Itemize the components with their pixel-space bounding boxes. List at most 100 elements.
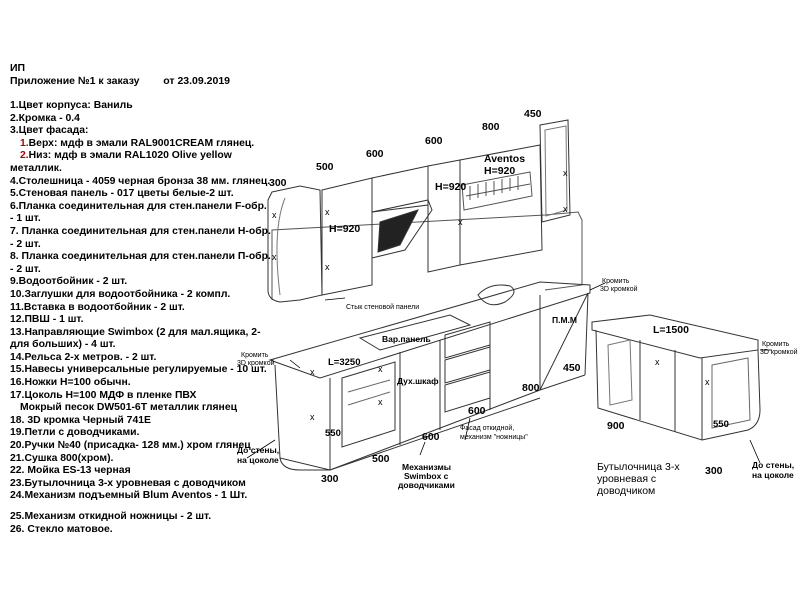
- countertop-main: [268, 281, 591, 379]
- panel-joint-label: Стык стеновой панели: [346, 303, 419, 311]
- bottle-holder-label: уровневая с: [597, 473, 656, 485]
- mech-label: Механизмы: [402, 462, 451, 472]
- x-marker: x: [378, 364, 383, 374]
- org-title: ИП: [10, 62, 26, 74]
- spec-item: 10.Заглушки для водоотбойника - 2 компл.: [10, 288, 231, 300]
- chrome-label-right: 3D кромкой: [600, 285, 638, 293]
- x-marker: x: [272, 252, 277, 262]
- dim-800: 800: [522, 382, 540, 394]
- var-panel-label: Вар.панель: [382, 334, 431, 344]
- chrome-label-left: 3D кромкой: [237, 359, 275, 367]
- facade-top-text: Верх: мдф в эмали RAL9001CREAM глянец.: [28, 137, 255, 149]
- chrome-label-island: 3D кромкой: [760, 348, 798, 356]
- facade-top: 1.Верх: мдф в эмали RAL9001CREAM глянец.: [10, 138, 272, 151]
- dim-300: 300: [705, 465, 723, 477]
- spec-item: 20.Ручки №40 (присадка- 128 мм.) хром гл…: [10, 440, 251, 452]
- island-bottle-holder: [711, 357, 751, 429]
- hood: [371, 199, 433, 259]
- upper-corner-cabinet: [267, 185, 323, 303]
- wall-label-right: на цоколе: [752, 470, 794, 480]
- height-920: H=920: [484, 165, 515, 177]
- upper-cabinet-500: [321, 177, 373, 296]
- spec-item: 24.Механизм подъемный Blum Aventos - 1 Ш…: [10, 490, 248, 502]
- fasad-label: Фасад откидной,: [460, 424, 514, 432]
- wall-label-left: на цоколе: [237, 455, 279, 465]
- dim-900: 900: [607, 420, 625, 432]
- spec-item: 6.Планка соединительная для стен.панели …: [10, 200, 267, 225]
- spec-item: 23.Бутылочница 3-х уровневая с доводчико…: [10, 477, 246, 489]
- x-marker: x: [325, 207, 330, 217]
- dim-550: 550: [325, 428, 341, 439]
- specification-list: ИП Приложение №1 к заказу от 23.09.2019 …: [10, 62, 272, 536]
- oven-label: Дух.шкаф: [397, 376, 439, 386]
- bottle-holder-label: доводчиком: [597, 485, 655, 497]
- dim-600: 600: [366, 148, 384, 160]
- mech-label: доводчиками: [398, 480, 455, 490]
- spec-item: 5.Стеновая панель - 017 цветы белые-2 шт…: [10, 188, 234, 200]
- sink: [477, 284, 515, 306]
- spec-item: 11.Вставка в водоотбойник - 2 шт.: [10, 301, 185, 313]
- wall-panel: [271, 211, 583, 300]
- spec-item: 22. Мойка ES-13 черная: [10, 465, 131, 477]
- x-marker: x: [310, 412, 315, 422]
- spec-item: 14.Рельса 2-х метров. - 2 шт.: [10, 351, 157, 363]
- appendix-date: от 23.09.2019: [163, 75, 230, 87]
- appendix-title: Приложение №1 к заказу: [10, 75, 140, 87]
- chrome-label-right: Кромить: [602, 278, 630, 285]
- spec-item: 15.Навесы универсальные регулируемые - 1…: [10, 364, 267, 376]
- island-body: [595, 329, 703, 441]
- dim-450: 450: [524, 108, 542, 120]
- chrome-label-island: Кромить: [762, 341, 790, 348]
- spec-item: 7. Планка соединительная для стен.панели…: [10, 225, 271, 250]
- dim-500: 500: [316, 161, 334, 173]
- x-marker: x: [458, 217, 463, 227]
- spec-item: 17.Цоколь Н=100 МДФ в пленке ПВХ: [10, 389, 197, 401]
- spec-item: 1.Цвет корпуса: Ваниль: [10, 100, 133, 111]
- dim-300: 300: [321, 473, 339, 485]
- spec-item: 3.Цвет фасада:: [10, 125, 89, 137]
- var-panel: [358, 314, 472, 351]
- length-1500: L=1500: [653, 324, 689, 336]
- appendix-line: Приложение №1 к заказу от 23.09.2019: [10, 75, 230, 88]
- spec-item: 9.Водоотбойник - 2 шт.: [10, 276, 128, 288]
- spec-item: 18. 3D кромка Черный 741Е: [10, 414, 151, 426]
- spec-item: 13.Направляющие Swimbox (2 для мал.ящика…: [10, 326, 261, 351]
- dim-600: 600: [425, 135, 443, 147]
- spec-item: 25.Механизм откидной ножницы - 2 шт.: [10, 511, 212, 522]
- dim-450: 450: [563, 362, 581, 374]
- drawers: [444, 321, 491, 413]
- mech-label: Swimbox с: [404, 471, 449, 481]
- x-marker: x: [272, 210, 277, 220]
- facade-bottom-num: 2.: [20, 150, 29, 162]
- spec-item: 26. Стекло матовое.: [10, 523, 113, 535]
- bottle-holder-label: Бутылочница 3-х: [597, 461, 680, 473]
- spec-item: 2.Кромка - 0.4: [10, 112, 80, 124]
- height-920: H=920: [435, 181, 466, 193]
- spec-item: 21.Сушка 800(хром).: [10, 452, 114, 464]
- spec-item: 12.ПВШ - 1 шт.: [10, 314, 84, 326]
- x-marker: x: [655, 357, 660, 367]
- x-marker: x: [563, 204, 568, 214]
- dim-800: 800: [482, 121, 500, 133]
- oven: [341, 361, 396, 448]
- dim-600: 600: [468, 405, 486, 417]
- height-920: H=920: [329, 223, 360, 235]
- dim-550: 550: [713, 419, 729, 430]
- plinth: [279, 397, 541, 471]
- spec-item: Мокрый песок DW501-6T металлик глянец: [20, 402, 237, 414]
- facade-bottom-text: Низ: мдф в эмали RAL1020 Olive yellow ме…: [10, 150, 232, 174]
- dim-500: 500: [372, 453, 390, 465]
- spec-item: 19.Петли с доводчиками.: [10, 427, 140, 439]
- aventos-label: Aventos: [484, 153, 525, 165]
- chrome-label-left: Кромить: [241, 352, 269, 359]
- aventos-cabinet: [459, 144, 543, 266]
- length-3250: L=3250: [328, 357, 361, 368]
- dish-rack: [461, 171, 533, 211]
- x-marker: x: [325, 262, 330, 272]
- upper-cabinet-600: [427, 159, 461, 273]
- pmm-label: П.М.М: [552, 315, 577, 325]
- x-marker: x: [705, 377, 710, 387]
- x-marker: x: [563, 168, 568, 178]
- wall-label-right: До стены,: [752, 460, 794, 470]
